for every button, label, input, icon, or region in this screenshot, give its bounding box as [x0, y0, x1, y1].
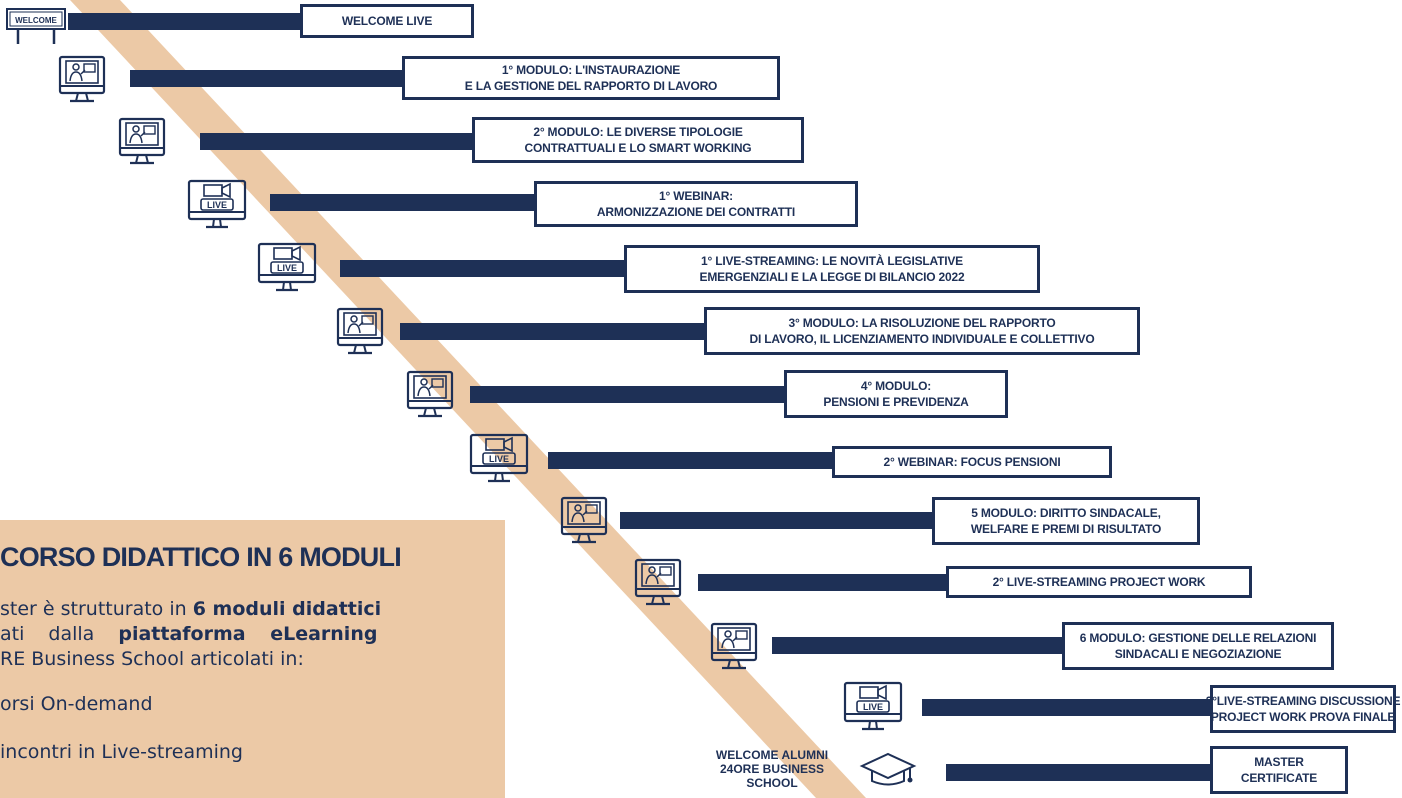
step-label-line: DI LAVORO, IL LICENZIAMENTO INDIVIDUALE … — [749, 332, 1095, 346]
info-panel: CORSO DIDATTICO IN 6 MODULI ster è strut… — [0, 520, 505, 798]
timeline-bar — [470, 386, 784, 403]
timeline-bar — [620, 512, 934, 529]
live-monitor-icon: LIVE — [186, 179, 248, 231]
step-label-line: 1° WEBINAR: — [659, 189, 733, 203]
alumni-label-line: WELCOME ALUMNI — [715, 748, 829, 762]
alumni-label: WELCOME ALUMNI 24ORE BUSINESS SCHOOL — [697, 748, 847, 790]
step-label-line: 2° WEBINAR: FOCUS PENSIONI — [883, 455, 1061, 469]
alumni-label-line: SCHOOL — [746, 776, 798, 790]
timeline-bar — [200, 133, 472, 150]
step-label-line: WELFARE E PREMI DI RISULTATO — [970, 522, 1162, 536]
step-label-line: 6 MODULO: GESTIONE DELLE RELAZIONI — [1079, 631, 1317, 645]
step-label-line: SINDACALI E NEGOZIAZIONE — [1114, 647, 1282, 661]
step-label-line: 5 MODULO: DIRITTO SINDACALE, — [971, 506, 1161, 520]
step-label-line: WELCOME LIVE — [341, 14, 433, 28]
svg-text:LIVE: LIVE — [207, 200, 227, 210]
info-line-5: incontri in Live-streaming — [0, 741, 243, 763]
welcome-sign-icon: WELCOME — [4, 6, 70, 46]
info-line-3: RE Business School articolati in: — [0, 648, 304, 670]
step-label-box: 4° MODULO: PENSIONI E PREVIDENZA — [784, 370, 1008, 418]
elearning-monitor-icon — [114, 117, 170, 167]
svg-text:LIVE: LIVE — [489, 454, 509, 464]
info-panel-title: CORSO DIDATTICO IN 6 MODULI — [0, 542, 402, 572]
step-label-line: 1° LIVE-STREAMING: LE NOVITÀ LEGISLATIVE — [701, 254, 963, 268]
info-line-2: ati dalla piattaforma eLearning — [0, 623, 378, 645]
step-label-box: 1° WEBINAR: ARMONIZZAZIONE DEI CONTRATTI — [534, 181, 858, 227]
elearning-monitor-icon — [332, 307, 388, 357]
timeline-bar — [772, 637, 1062, 654]
step-label-box: 6 MODULO: GESTIONE DELLE RELAZIONI SINDAC… — [1062, 622, 1334, 670]
timeline-bar — [922, 699, 1210, 716]
info-line-1: ster è strutturato in 6 moduli didattici — [0, 598, 382, 620]
step-label-line: CERTIFICATE — [1240, 771, 1318, 785]
elearning-monitor-icon — [630, 558, 686, 608]
step-label-line: EMERGENZIALI E LA LEGGE DI BILANCIO 2022 — [699, 270, 965, 284]
timeline-bar — [400, 323, 704, 340]
step-label-line: CONTRATTUALI E LO SMART WORKING — [524, 141, 752, 155]
timeline-bar — [270, 194, 534, 211]
step-label-box: 2° MODULO: LE DIVERSE TIPOLOGIE CONTRATTU… — [472, 117, 804, 163]
timeline-bar — [946, 764, 1210, 781]
timeline-bar — [68, 13, 300, 30]
svg-text:LIVE: LIVE — [277, 263, 297, 273]
live-monitor-icon: LIVE — [468, 433, 530, 485]
step-label-line: PENSIONI E PREVIDENZA — [823, 395, 969, 409]
step-label-box: MASTER CERTIFICATE — [1210, 746, 1348, 794]
step-label-box: 3° MODULO: LA RISOLUZIONE DEL RAPPORTO DI… — [704, 307, 1140, 355]
timeline-bar — [340, 260, 624, 277]
graduation-cap-icon — [858, 748, 918, 788]
step-label-line: 2° MODULO: LE DIVERSE TIPOLOGIE — [533, 125, 743, 139]
elearning-monitor-icon — [54, 55, 110, 105]
timeline-bar — [130, 70, 402, 87]
step-label-box: 1° MODULO: L'INSTAURAZIONE E LA GESTIONE … — [402, 56, 780, 100]
step-label-line: 3° MODULO: LA RISOLUZIONE DEL RAPPORTO — [788, 316, 1056, 330]
timeline-bar — [698, 574, 946, 591]
step-label-line: ARMONIZZAZIONE DEI CONTRATTI — [596, 205, 796, 219]
step-label-box: 3°LIVE-STREAMING DISCUSSIONE PROJECT WORK… — [1206, 685, 1400, 733]
step-label-line: 2° LIVE-STREAMING PROJECT WORK — [992, 575, 1206, 589]
step-label-line: MASTER — [1254, 755, 1304, 769]
elearning-monitor-icon — [402, 370, 458, 420]
step-label-box: 5 MODULO: DIRITTO SINDACALE, WELFARE E PR… — [932, 497, 1200, 545]
step-label-box: 1° LIVE-STREAMING: LE NOVITÀ LEGISLATIVE… — [624, 245, 1040, 293]
info-line-4: orsi On-demand — [0, 693, 153, 715]
svg-text:LIVE: LIVE — [863, 702, 883, 712]
step-label-line: 3°LIVE-STREAMING DISCUSSIONE — [1205, 694, 1401, 708]
alumni-label-line: 24ORE BUSINESS — [719, 762, 825, 776]
svg-text:WELCOME: WELCOME — [15, 16, 57, 25]
elearning-monitor-icon — [556, 496, 612, 546]
elearning-monitor-icon — [706, 622, 762, 672]
step-label-line: 4° MODULO: — [860, 379, 932, 393]
step-label-line: 1° MODULO: L'INSTAURAZIONE — [501, 63, 681, 77]
step-label-box: 2° LIVE-STREAMING PROJECT WORK — [946, 566, 1252, 598]
step-label-box: 2° WEBINAR: FOCUS PENSIONI — [832, 446, 1112, 478]
live-monitor-icon: LIVE — [842, 681, 904, 733]
step-label-line: PROJECT WORK PROVA FINALE — [1210, 710, 1396, 724]
timeline-bar — [548, 452, 834, 469]
live-monitor-icon: LIVE — [256, 242, 318, 294]
step-label-box: WELCOME LIVE — [300, 4, 474, 38]
step-label-line: E LA GESTIONE DEL RAPPORTO DI LAVORO — [464, 79, 718, 93]
